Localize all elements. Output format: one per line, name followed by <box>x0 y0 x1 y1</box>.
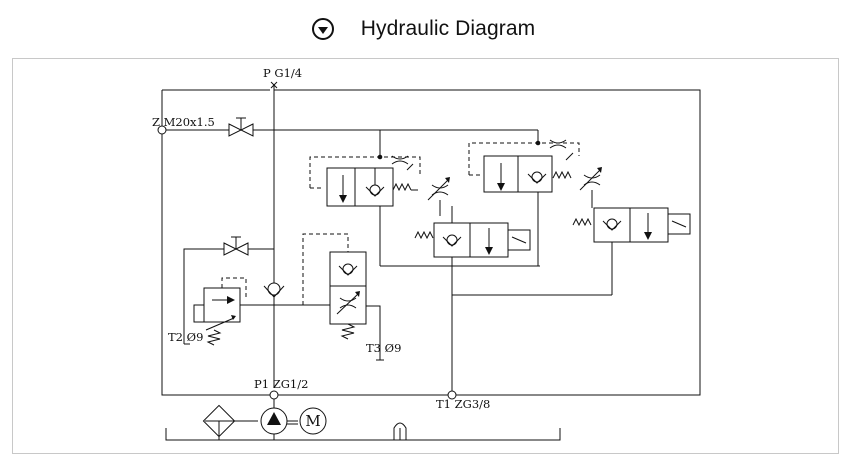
port-label-p1: P1 ZG1/2 <box>254 377 308 391</box>
circle-down-arrow-icon[interactable] <box>311 18 334 40</box>
pressure-line <box>270 81 278 387</box>
valve-group-upper-left <box>309 130 540 267</box>
port-label-t2: T2 Ø9 <box>168 330 203 344</box>
gauge-line-z <box>157 117 539 141</box>
relief-valve-left <box>183 236 274 346</box>
port-label-p: P G1/4 <box>263 66 302 80</box>
manifold-outline <box>161 89 701 396</box>
valve-group-upper-right <box>468 139 602 266</box>
motor-label: M <box>305 412 320 430</box>
port-label-z: Z M20x1.5 <box>152 115 215 129</box>
section-title: Hydraulic Diagram <box>360 17 536 40</box>
diagram-frame <box>12 58 839 454</box>
solenoid-valve-right <box>452 207 691 296</box>
flow-control-valve-middle <box>274 233 384 361</box>
port-label-t1: T1 ZG3/8 <box>436 397 490 411</box>
port-markers <box>269 390 457 400</box>
check-valve <box>263 282 285 298</box>
port-label-t3: T3 Ø9 <box>366 341 401 355</box>
section-header: Hydraulic Diagram <box>0 0 850 58</box>
pump-station <box>165 399 561 441</box>
solenoid-valve-middle <box>414 206 531 395</box>
